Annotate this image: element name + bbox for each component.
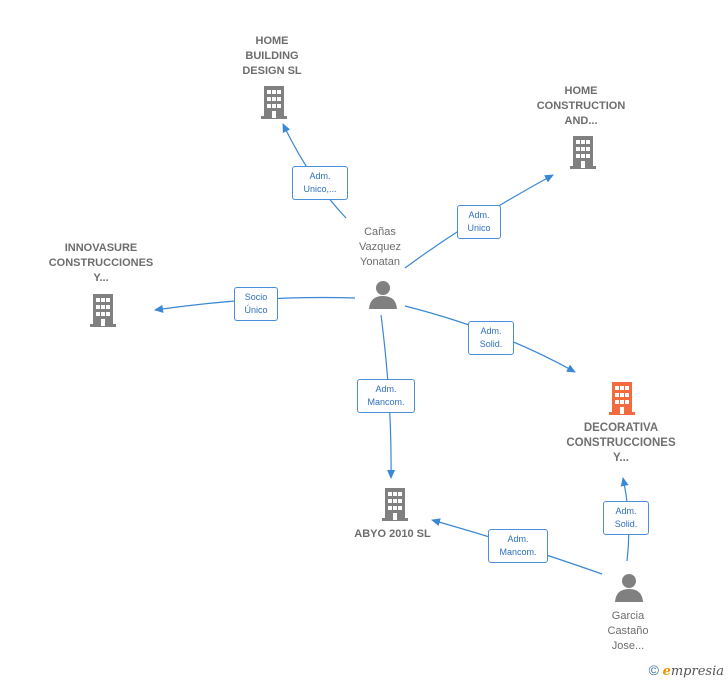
edge-label-adm-mancom[interactable]: Adm. Mancom. — [357, 379, 415, 413]
edge-label-adm-solid[interactable]: Adm. Solid. — [603, 501, 649, 535]
person-icon — [369, 281, 397, 309]
edge-label-adm-unico[interactable]: Adm. Unico,... — [292, 166, 348, 200]
node-label: DECORATIVA CONSTRUCCIONES Y... — [566, 422, 676, 464]
building-icon — [570, 136, 596, 169]
building-icon — [261, 86, 287, 119]
building-icon — [382, 488, 408, 521]
brand-name: empresia — [662, 664, 724, 679]
empresia-logo: © empresia — [649, 662, 724, 679]
edge-label-adm-unico[interactable]: Adm. Unico — [457, 205, 501, 239]
building-icon — [90, 294, 116, 327]
edge-label-adm-mancom[interactable]: Adm. Mancom. — [488, 529, 548, 563]
building-icon — [609, 382, 635, 415]
node-label: HOME CONSTRUCTION AND... — [536, 85, 626, 127]
node-label: Cañas Vazquez Yonatan — [359, 226, 401, 268]
node-label: INNOVASURE CONSTRUCCIONES Y... — [48, 242, 154, 284]
node-label: ABYO 2010 SL — [354, 528, 431, 540]
node-label: HOME BUILDING DESIGN SL — [242, 35, 302, 77]
person-icon — [615, 574, 643, 602]
node-label: Garcia Castaño Jose... — [607, 610, 649, 652]
copyright-symbol: © — [648, 662, 659, 678]
edge-label-socio-unico[interactable]: Socio Único — [234, 287, 278, 321]
edge-label-adm-solid[interactable]: Adm. Solid. — [468, 321, 514, 355]
